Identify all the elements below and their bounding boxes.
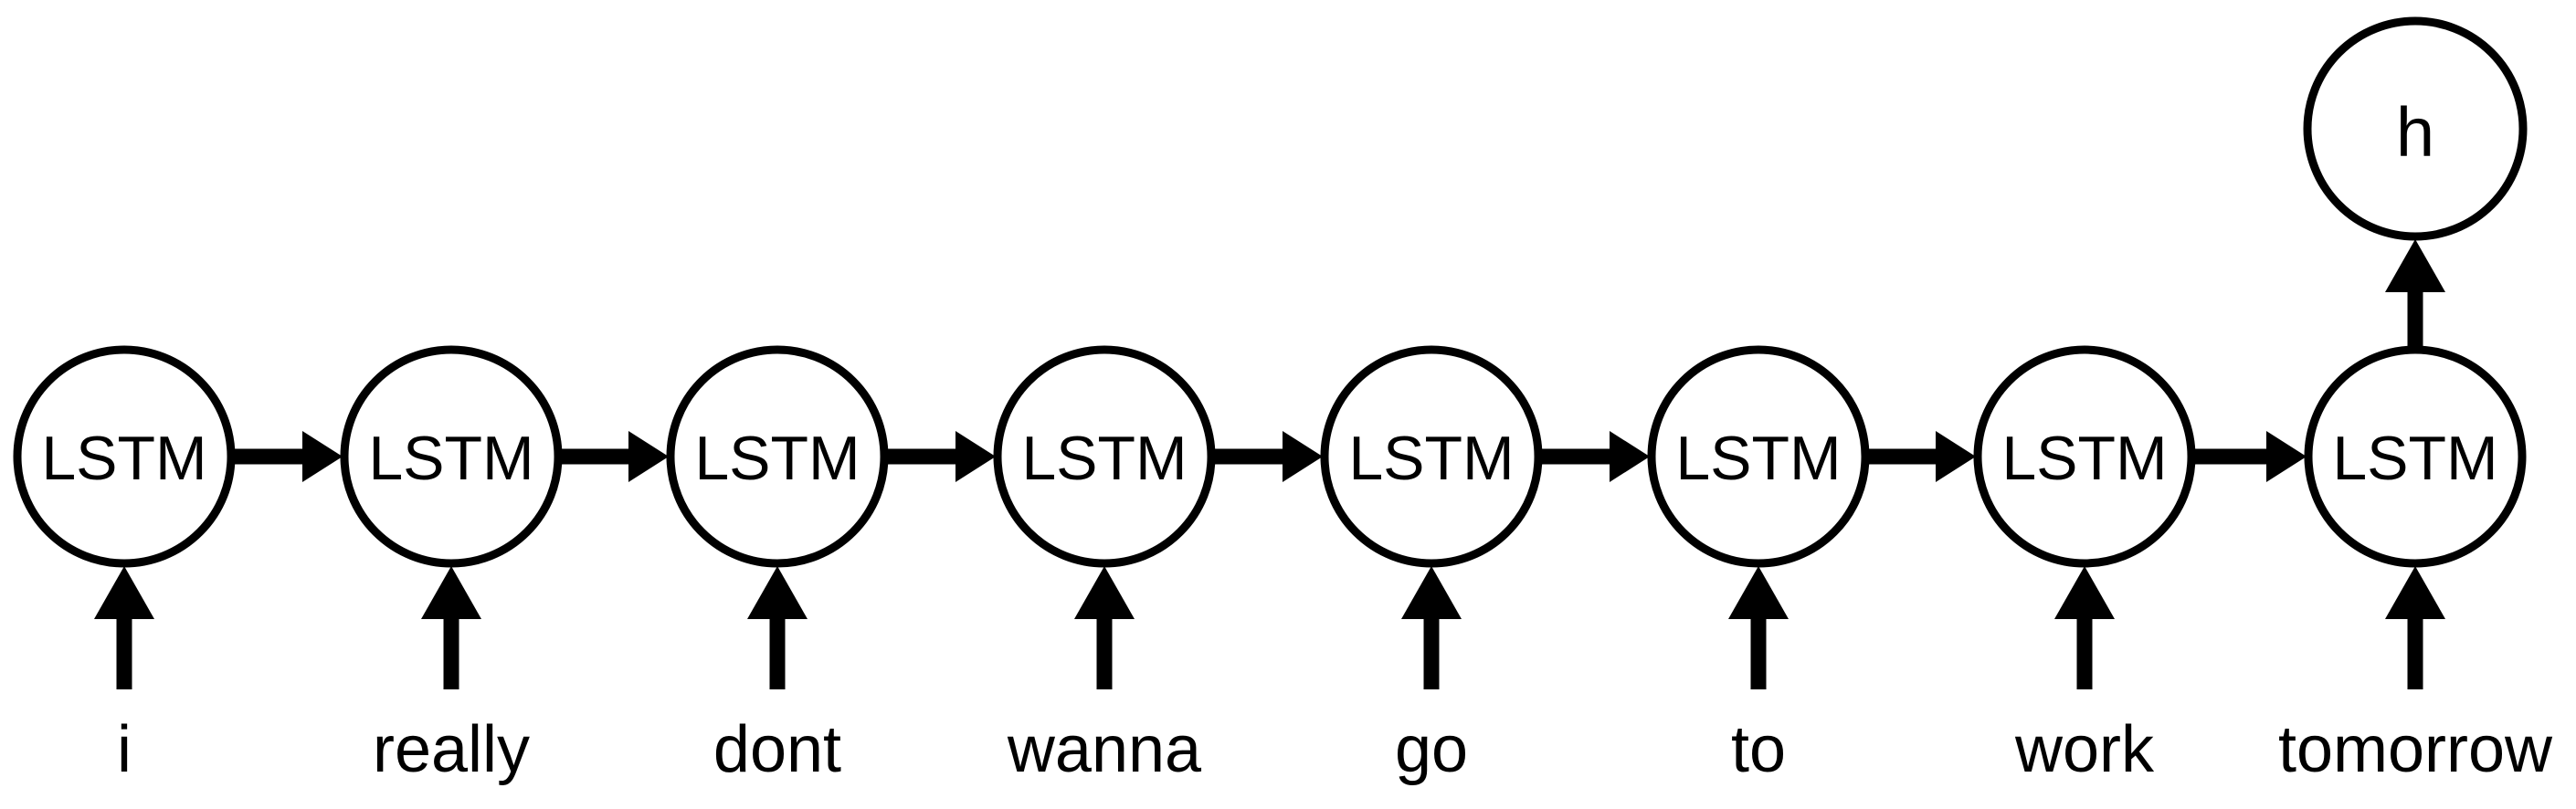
token-label-group: i really dont wanna go to work tomorrow <box>117 713 2553 786</box>
lstm-node-label-2: LSTM <box>694 424 860 493</box>
input-edge-group <box>94 566 2445 689</box>
lstm-node-circle-2[interactable] <box>666 345 889 568</box>
recurrent-edge-arrowhead-5 <box>1936 431 1976 482</box>
lstm-node-3[interactable]: LSTM <box>993 345 1216 568</box>
token-label-7: tomorrow <box>2278 713 2553 786</box>
recurrent-edge-arrowhead-1 <box>628 431 669 482</box>
lstm-node-circle-1[interactable] <box>340 345 563 568</box>
token-label-5: to <box>1731 713 1786 786</box>
input-edge-arrowhead-2 <box>747 566 808 619</box>
output-node-circle[interactable] <box>2303 16 2528 241</box>
lstm-node-circle-5[interactable] <box>1647 345 1870 568</box>
lstm-node-circle-4[interactable] <box>1320 345 1543 568</box>
token-label-6: work <box>2014 713 2155 786</box>
lstm-node-4[interactable]: LSTM <box>1320 345 1543 568</box>
lstm-node-label-4: LSTM <box>1348 424 1514 493</box>
recurrent-edge-arrowhead-2 <box>955 431 996 482</box>
lstm-node-5[interactable]: LSTM <box>1647 345 1870 568</box>
lstm-node-label-7: LSTM <box>2332 424 2497 493</box>
lstm-node-2[interactable]: LSTM <box>666 345 889 568</box>
input-edge-arrowhead-0 <box>94 566 154 619</box>
lstm-node-circle-7[interactable] <box>2304 345 2527 568</box>
input-edge-arrowhead-1 <box>421 566 481 619</box>
lstm-node-circle-3[interactable] <box>993 345 1216 568</box>
output-node-h[interactable]: h <box>2303 16 2528 241</box>
lstm-node-1[interactable]: LSTM <box>340 345 563 568</box>
lstm-node-circle-0[interactable] <box>13 345 236 568</box>
lstm-node-group: LSTM LSTM LSTM LSTM LSTM LSTM LSTM LSTM <box>13 345 2527 568</box>
lstm-node-label-0: LSTM <box>41 424 206 493</box>
recurrent-edge-arrowhead-4 <box>1610 431 1650 482</box>
lstm-node-label-5: LSTM <box>1675 424 1841 493</box>
token-label-4: go <box>1395 713 1468 786</box>
recurrent-edge-arrowhead-3 <box>1283 431 1323 482</box>
input-edge-arrowhead-7 <box>2385 566 2445 619</box>
output-node-label: h <box>2396 94 2434 172</box>
recurrent-edge-arrowhead-0 <box>302 431 343 482</box>
token-label-0: i <box>117 713 132 786</box>
input-edge-arrowhead-3 <box>1074 566 1135 619</box>
lstm-node-circle-6[interactable] <box>1973 345 2196 568</box>
lstm-node-label-6: LSTM <box>2001 424 2167 493</box>
input-edge-arrowhead-4 <box>1401 566 1462 619</box>
lstm-node-6[interactable]: LSTM <box>1973 345 2196 568</box>
output-node-group: h <box>2303 16 2528 241</box>
output-edge-group <box>2385 239 2445 347</box>
recurrent-edge-group <box>233 431 2307 482</box>
input-edge-arrowhead-6 <box>2054 566 2115 619</box>
lstm-node-label-1: LSTM <box>368 424 533 493</box>
lstm-node-0[interactable]: LSTM <box>13 345 236 568</box>
token-label-2: dont <box>713 713 841 786</box>
token-label-3: wanna <box>1007 713 1202 786</box>
output-edge-arrowhead <box>2385 239 2445 292</box>
recurrent-edge-arrowhead-6 <box>2266 431 2307 482</box>
input-edge-arrowhead-5 <box>1728 566 1789 619</box>
lstm-node-label-3: LSTM <box>1021 424 1187 493</box>
lstm-node-7[interactable]: LSTM <box>2304 345 2527 568</box>
token-label-1: really <box>373 713 530 786</box>
